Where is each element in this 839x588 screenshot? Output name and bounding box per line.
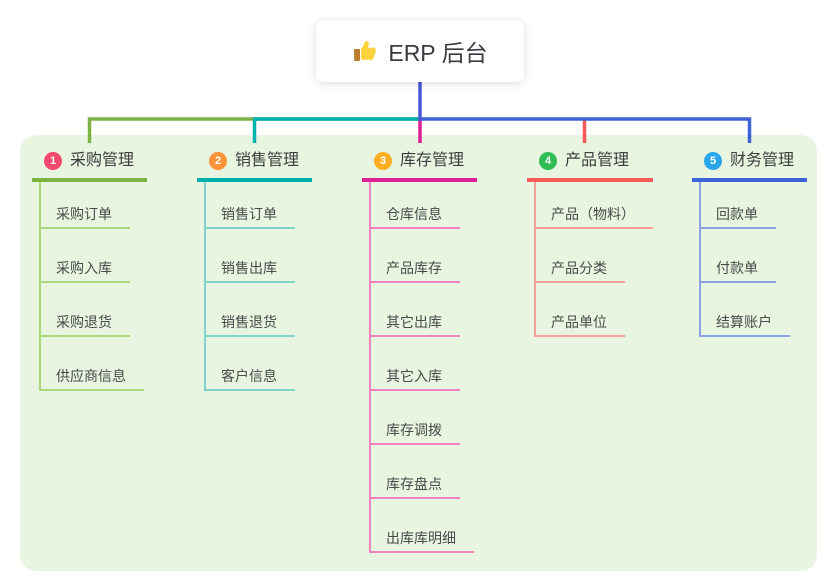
badge-2-icon: 2 — [209, 152, 227, 170]
root-node[interactable]: ERP 后台 — [316, 20, 524, 82]
child-node[interactable]: 仓库信息 — [371, 182, 460, 229]
child-node[interactable]: 产品单位 — [536, 283, 625, 337]
branch-1-topic[interactable]: 1 采购管理 — [32, 148, 147, 182]
child-node[interactable]: 库存盘点 — [371, 445, 460, 499]
branch-2: 2 销售管理 销售订单 销售出库 销售退货 客户信息 — [197, 148, 312, 391]
branch-3-children: 仓库信息 产品库存 其它出库 其它入库 库存调拨 库存盘点 出库库明细 — [369, 182, 474, 553]
child-node[interactable]: 产品库存 — [371, 229, 460, 283]
branch-4-children: 产品（物料） 产品分类 产品单位 — [534, 182, 653, 337]
badge-3-icon: 3 — [374, 152, 392, 170]
branch-2-children: 销售订单 销售出库 销售退货 客户信息 — [204, 182, 295, 391]
badge-4-icon: 4 — [539, 152, 557, 170]
branch-5-title: 财务管理 — [730, 152, 795, 169]
child-node[interactable]: 回款单 — [701, 182, 776, 229]
child-node[interactable]: 结算账户 — [701, 283, 790, 337]
child-node[interactable]: 客户信息 — [206, 337, 295, 391]
child-node[interactable]: 销售出库 — [206, 229, 295, 283]
badge-1-icon: 1 — [44, 152, 62, 170]
branch-4: 4 产品管理 产品（物料） 产品分类 产品单位 — [527, 148, 653, 337]
branch-1-title: 采购管理 — [70, 152, 135, 169]
branch-2-title: 销售管理 — [235, 152, 300, 169]
badge-5-icon: 5 — [704, 152, 722, 170]
thumbs-up-icon — [354, 40, 377, 61]
root-label: ERP 后台 — [388, 40, 488, 66]
branch-4-topic[interactable]: 4 产品管理 — [527, 148, 653, 182]
child-node[interactable]: 产品分类 — [536, 229, 625, 283]
child-node[interactable]: 出库库明细 — [371, 499, 474, 553]
child-node[interactable]: 销售订单 — [206, 182, 295, 229]
child-node[interactable]: 采购退货 — [41, 283, 130, 337]
child-node[interactable]: 付款单 — [701, 229, 776, 283]
branch-4-title: 产品管理 — [565, 152, 630, 169]
branch-5-children: 回款单 付款单 结算账户 — [699, 182, 790, 337]
branch-5-topic[interactable]: 5 财务管理 — [692, 148, 807, 182]
branch-1-children: 采购订单 采购入库 采购退货 供应商信息 — [39, 182, 144, 391]
branch-1: 1 采购管理 采购订单 采购入库 采购退货 供应商信息 — [32, 148, 147, 391]
child-node[interactable]: 其它出库 — [371, 283, 460, 337]
branch-2-topic[interactable]: 2 销售管理 — [197, 148, 312, 182]
branch-3-topic[interactable]: 3 库存管理 — [362, 148, 477, 182]
child-node[interactable]: 采购订单 — [41, 182, 130, 229]
child-node[interactable]: 供应商信息 — [41, 337, 144, 391]
branch-5: 5 财务管理 回款单 付款单 结算账户 — [692, 148, 807, 337]
child-node[interactable]: 库存调拨 — [371, 391, 460, 445]
child-node[interactable]: 销售退货 — [206, 283, 295, 337]
child-node[interactable]: 产品（物料） — [536, 182, 653, 229]
child-node[interactable]: 采购入库 — [41, 229, 130, 283]
child-node[interactable]: 其它入库 — [371, 337, 460, 391]
branch-3: 3 库存管理 仓库信息 产品库存 其它出库 其它入库 库存调拨 库存盘点 出库库… — [362, 148, 477, 553]
branch-3-title: 库存管理 — [400, 152, 465, 169]
